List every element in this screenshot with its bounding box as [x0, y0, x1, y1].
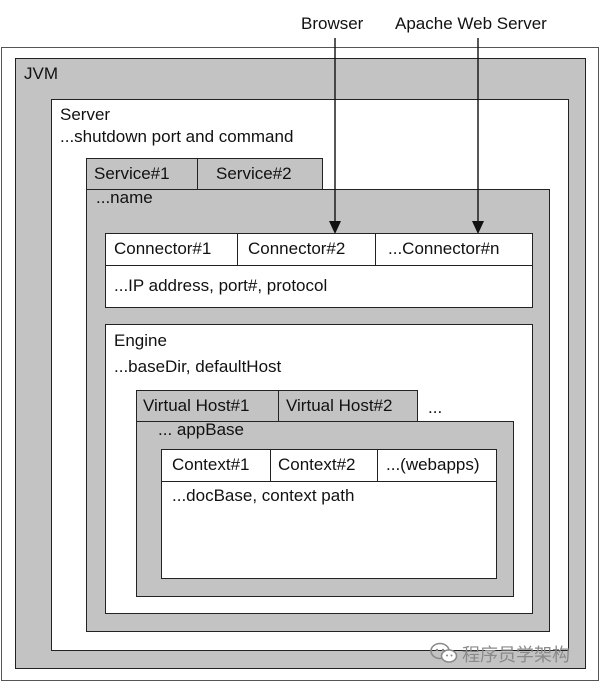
engine-description: ...baseDir, defaultHost	[114, 357, 282, 376]
apache-label: Apache Web Server	[395, 14, 547, 33]
browser-label: Browser	[301, 14, 364, 33]
watermark: 程序员学架构	[430, 640, 595, 666]
virtual-host-more: ...	[428, 398, 443, 417]
server-description: ...shutdown port and command	[60, 127, 294, 146]
connector-header-row: Connector#1 Connector#2 ...Connector#n	[105, 233, 533, 266]
wechat-icon	[430, 642, 458, 663]
engine-label: Engine	[114, 331, 167, 350]
virtual-host-description: ... appBase	[158, 420, 245, 439]
context-2-cell: Context#2	[270, 450, 377, 481]
connector-n-cell: ...Connector#n	[375, 234, 532, 265]
connector-1-cell: Connector#1	[114, 239, 212, 258]
context-1-cell: Context#1	[172, 455, 250, 474]
server-label: Server	[60, 105, 111, 124]
tab-service-2: Service#2	[197, 158, 323, 190]
jvm-label: JVM	[24, 64, 58, 83]
connector-description: ...IP address, port#, protocol	[114, 276, 328, 295]
connector-2-cell: Connector#2	[237, 234, 375, 265]
watermark-text: 程序员学架构	[462, 645, 570, 665]
service-description: ...name	[96, 188, 153, 207]
context-description: ...docBase, context path	[172, 486, 355, 505]
tab-service-1: Service#1	[86, 158, 198, 190]
tab-virtual-host-2: Virtual Host#2	[278, 390, 418, 422]
context-header-row: Context#1 Context#2 ...(webapps)	[161, 449, 497, 482]
connector-box	[105, 233, 533, 308]
tab-virtual-host-1: Virtual Host#1	[136, 390, 279, 422]
context-more-cell: ...(webapps)	[377, 450, 496, 481]
